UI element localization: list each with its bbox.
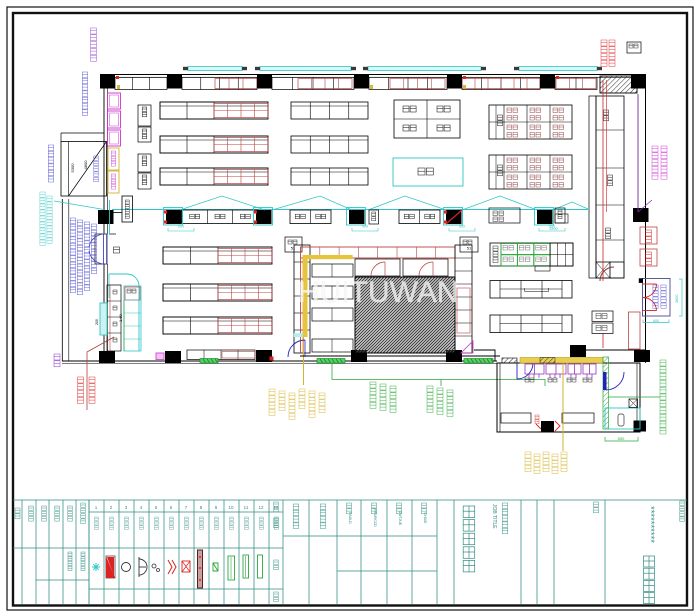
svg-text:5300: 5300 xyxy=(70,163,75,173)
svg-text:1: 1 xyxy=(95,505,98,510)
svg-text:DWTJUE: DWTJUE xyxy=(398,511,402,526)
svg-text:3600: 3600 xyxy=(675,295,679,303)
svg-text:500: 500 xyxy=(549,225,555,229)
svg-text:500: 500 xyxy=(618,436,625,441)
svg-text:4800: 4800 xyxy=(83,160,88,170)
svg-text:51: 51 xyxy=(467,246,472,251)
svg-text:200: 200 xyxy=(95,319,99,325)
svg-text:500: 500 xyxy=(362,225,368,229)
svg-text:HFURCCD: HFURCCD xyxy=(373,509,377,527)
svg-text:5: 5 xyxy=(155,505,158,510)
svg-text:8: 8 xyxy=(200,505,203,510)
svg-text:**********: ********** xyxy=(645,506,656,543)
svg-text:1500: 1500 xyxy=(549,226,559,231)
svg-text:PAULD: PAULD xyxy=(348,512,352,524)
svg-text:CHUIE: CHUIE xyxy=(423,513,427,525)
svg-text:51: 51 xyxy=(291,246,296,251)
svg-text:12: 12 xyxy=(258,505,264,510)
svg-text:6: 6 xyxy=(170,505,173,510)
svg-text:11: 11 xyxy=(244,505,249,510)
svg-text:4: 4 xyxy=(140,505,143,510)
svg-text:1.60: 1.60 xyxy=(118,313,123,322)
svg-text:600: 600 xyxy=(653,319,659,323)
svg-text:JOB TITLE: JOB TITLE xyxy=(491,504,497,529)
svg-text:500: 500 xyxy=(459,225,465,229)
svg-text:500: 500 xyxy=(178,225,184,229)
svg-text:9: 9 xyxy=(215,505,218,510)
svg-text:3: 3 xyxy=(125,505,128,510)
svg-text:7: 7 xyxy=(185,505,188,510)
svg-text:2: 2 xyxy=(110,505,113,510)
svg-text:HUITUWAN: HUITUWAN xyxy=(298,276,459,309)
svg-text:10: 10 xyxy=(228,505,234,510)
